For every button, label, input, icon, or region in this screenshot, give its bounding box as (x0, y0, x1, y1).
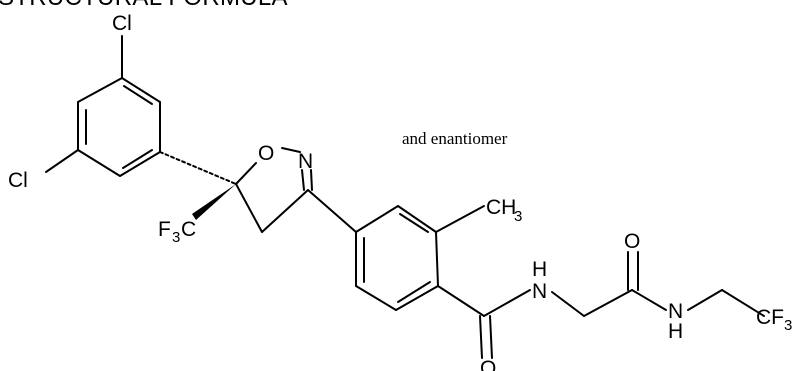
methyl-subscript: 3 (514, 208, 522, 225)
chlorine-top-label: Cl (112, 12, 132, 35)
dichlorophenyl-ring (45, 35, 161, 177)
figure-heading: STRUCTURAL FORMULA (0, 0, 288, 12)
ring-oxygen-label: O (258, 142, 274, 165)
chlorine-left-label: Cl (8, 169, 28, 192)
isoxazoline-ring (235, 147, 313, 233)
cf3-left-subscript: 3 (172, 229, 180, 246)
ring-nitrogen-label: N (298, 150, 313, 173)
benzamide-ring (355, 205, 439, 311)
carbonyl-oxygen-2-label: O (624, 230, 640, 253)
cf3-left-f-label: F (158, 218, 171, 241)
cf3-right-label: CF (756, 306, 784, 329)
amide-h2-label: H (668, 320, 683, 343)
methyl-label: CH (486, 196, 516, 219)
amide-h1-label: H (532, 258, 547, 281)
carbonyl-oxygen-1-label: O (480, 357, 496, 371)
hashed-wedge-bond (159, 151, 237, 185)
cf3-right-subscript: 3 (784, 317, 792, 334)
solid-wedge-bond (192, 184, 236, 220)
amide-n1-label: N (532, 280, 547, 303)
cf3-left-c-label: C (181, 218, 196, 241)
amide-n2-label: N (668, 300, 683, 323)
enantiomer-note: and enantiomer (402, 129, 508, 148)
